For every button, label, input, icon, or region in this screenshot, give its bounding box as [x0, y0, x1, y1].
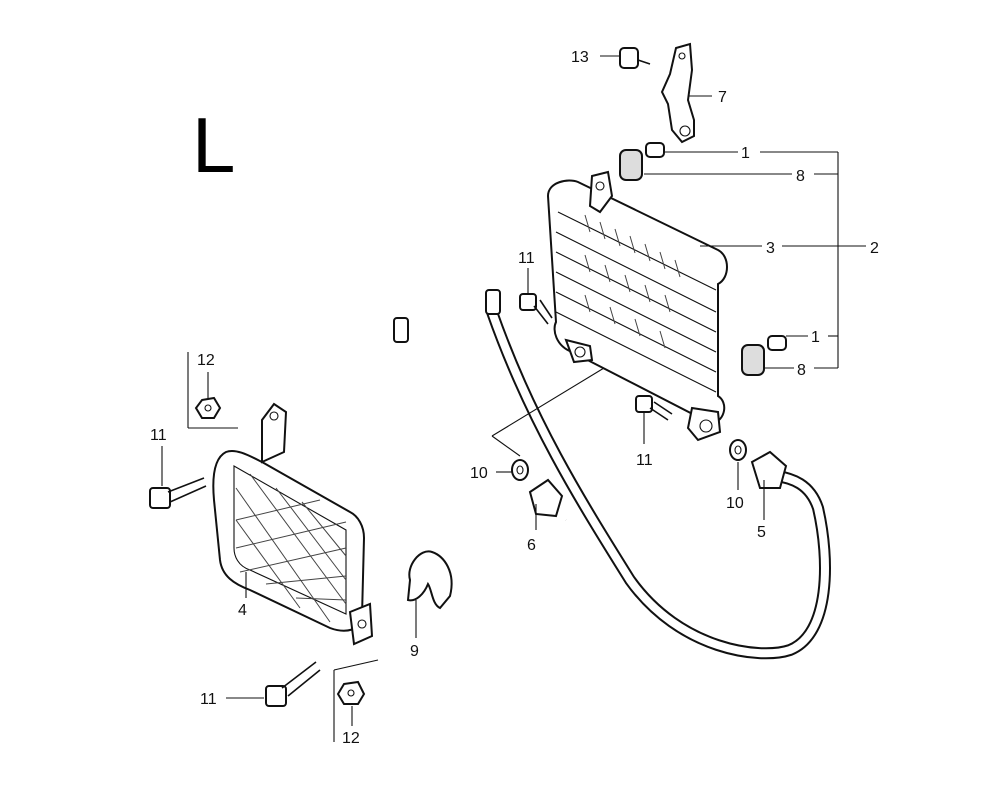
callout-12-lower: 12: [342, 730, 360, 747]
callout-2: 2: [870, 240, 879, 257]
bracket-part-7: [660, 42, 695, 144]
nut-12-lower: [336, 680, 366, 705]
callout-9: 9: [410, 643, 419, 660]
fitting-lower: [741, 335, 787, 376]
hose-5: [485, 289, 831, 660]
washer-10-left: [511, 459, 529, 481]
oil-cooler-core: [546, 170, 728, 442]
section-letter: L: [192, 101, 235, 189]
bolt-11-left: [149, 477, 207, 509]
callout-13: 13: [571, 49, 589, 66]
callout-labels: 13 7 1 8 3 2 1 8 11 11 10 6 10 5 12 11 4…: [150, 49, 879, 747]
bolt-part-13: [600, 47, 651, 69]
callout-8-lower: 8: [797, 362, 806, 379]
cooler-guard-part-4: [212, 402, 374, 646]
callout-11-middle: 11: [636, 452, 653, 469]
hose-6: [393, 317, 594, 641]
callout-8-top: 8: [796, 168, 805, 185]
bolt-11-upper: [519, 293, 553, 325]
fitting-top: [619, 142, 665, 181]
callout-12-upper: 12: [197, 352, 215, 369]
callout-1-lower: 1: [811, 329, 820, 346]
callout-11-bottom: 11: [200, 691, 217, 708]
leader-lines: [161, 55, 866, 742]
callout-7: 7: [718, 89, 727, 106]
callout-6: 6: [527, 537, 536, 554]
callout-11-upper: 11: [518, 250, 535, 267]
callout-3: 3: [766, 240, 775, 257]
callout-4: 4: [238, 602, 247, 619]
washer-10-right: [729, 439, 747, 461]
nut-12-upper: [194, 396, 222, 419]
bolt-11-bottom: [265, 661, 321, 707]
callout-5: 5: [757, 524, 766, 541]
callout-10-right: 10: [726, 495, 744, 512]
callout-11-left: 11: [150, 427, 167, 444]
bolt-11-middle: [635, 395, 673, 421]
callout-10-left: 10: [470, 465, 488, 482]
hose-clamp-part-9: [406, 550, 453, 610]
callout-1-top: 1: [741, 145, 750, 162]
